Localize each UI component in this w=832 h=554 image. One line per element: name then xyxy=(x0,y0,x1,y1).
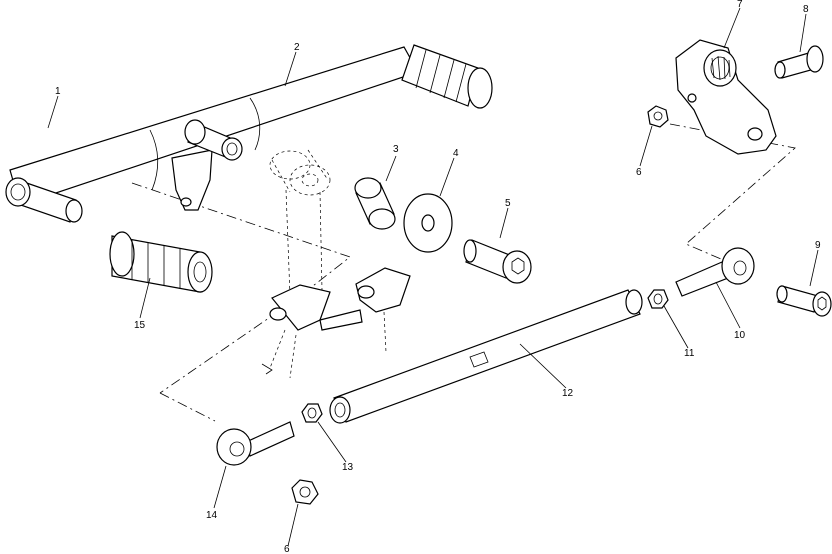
leader-lines xyxy=(47,7,819,547)
callout-6-lower: 6 xyxy=(284,544,290,554)
callout-7: 7 xyxy=(737,0,743,10)
bushing xyxy=(354,177,396,230)
callout-8: 8 xyxy=(803,4,809,15)
callout-14: 14 xyxy=(206,510,218,521)
shift-rod xyxy=(329,289,643,424)
callout-2: 2 xyxy=(294,42,300,53)
callout-10: 10 xyxy=(734,330,746,341)
clamp-bolt xyxy=(774,45,824,79)
callout-13: 13 xyxy=(342,462,354,473)
ghost-bushing xyxy=(269,149,331,297)
rod-end-lower xyxy=(216,421,295,466)
callout-12: 12 xyxy=(562,388,574,399)
callout-labels: 1 2 3 4 5 6 6 7 8 9 10 11 12 13 14 15 xyxy=(55,0,821,554)
callout-6-upper: 6 xyxy=(636,167,642,178)
jam-nut-upper xyxy=(647,289,669,309)
frame-bracket xyxy=(261,267,411,379)
nut-upper xyxy=(647,105,669,128)
callout-9: 9 xyxy=(815,240,821,251)
footpeg-lever-arm xyxy=(5,44,493,223)
nut-lower xyxy=(291,479,319,505)
footpeg-rubber xyxy=(109,231,213,293)
jam-nut-lower xyxy=(301,403,323,423)
callout-1: 1 xyxy=(55,86,61,97)
callout-4: 4 xyxy=(453,148,459,159)
button-head-bolt xyxy=(463,239,532,284)
callout-11: 11 xyxy=(684,348,695,359)
callout-5: 5 xyxy=(505,198,511,209)
callout-15: 15 xyxy=(134,320,146,331)
callout-3: 3 xyxy=(393,144,399,155)
shift-arm-clamp xyxy=(675,39,777,155)
rod-end-upper xyxy=(675,247,755,297)
washer xyxy=(403,193,453,253)
rod-end-bolt xyxy=(776,285,832,317)
